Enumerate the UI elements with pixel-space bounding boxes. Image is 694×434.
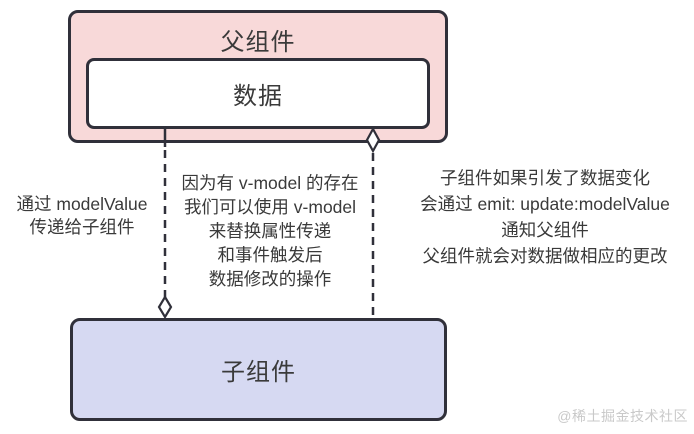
note-middle-line: 数据修改的操作 bbox=[208, 269, 332, 289]
parent-component-box: 父组件 数据 bbox=[68, 10, 448, 143]
note-right-line: 父组件就会对数据做相应的更改 bbox=[422, 246, 668, 266]
child-component-title: 子组件 bbox=[221, 359, 296, 386]
note-middle-line: 来替换属性传递 bbox=[208, 221, 332, 241]
note-right-line: 通知父组件 bbox=[501, 220, 589, 240]
note-middle-line: 因为有 v-model 的存在 bbox=[181, 173, 359, 193]
parent-component-title: 父组件 bbox=[220, 29, 296, 56]
left-aggregation-diamond-icon bbox=[157, 294, 173, 320]
note-left-line: 传递给子组件 bbox=[29, 217, 135, 237]
data-box: 数据 bbox=[86, 58, 430, 129]
note-left-line: 通过 modelValue bbox=[16, 194, 148, 214]
child-component-box: 子组件 bbox=[70, 318, 447, 421]
note-middle-line: 和事件触发后 bbox=[217, 245, 323, 265]
note-middle-line: 我们可以使用 v-model bbox=[183, 197, 357, 217]
note-right-line: 子组件如果引发了数据变化 bbox=[440, 168, 650, 188]
watermark: @稀土掘金技术社区 bbox=[557, 408, 688, 424]
data-box-label: 数据 bbox=[233, 83, 283, 110]
note-right-line: 会通过 emit: update:modelValue bbox=[420, 194, 670, 214]
note-right: 子组件如果引发了数据变化 会通过 emit: update:modelValue… bbox=[396, 165, 694, 269]
note-middle: 因为有 v-model 的存在 我们可以使用 v-model 来替换属性传递 和… bbox=[168, 171, 372, 291]
note-left: 通过 modelValue 传递给子组件 bbox=[0, 193, 164, 239]
